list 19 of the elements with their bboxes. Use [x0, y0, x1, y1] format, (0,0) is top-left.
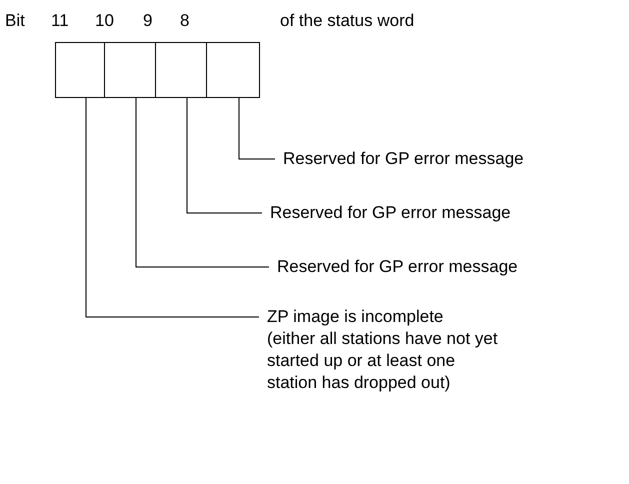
bit-cell	[104, 42, 156, 98]
bit-description: Reserved for GP error message	[277, 256, 519, 278]
bit-number: 9	[143, 10, 152, 32]
bit-number: 8	[180, 10, 190, 32]
bit-number: 11	[51, 10, 69, 32]
description-note: (either all stations have not yet started up or at least one station has dropped out)	[267, 328, 499, 394]
caption-text: of the status word	[280, 10, 414, 32]
bit-description: ZP image is incomplete	[267, 306, 444, 328]
bit-description: Reserved for GP error message	[270, 202, 512, 224]
bit-cell	[55, 42, 105, 98]
bit-label: Bit	[5, 10, 25, 32]
leader-line	[238, 98, 276, 160]
leader-line	[186, 98, 262, 214]
bit-cell	[206, 42, 260, 98]
leader-line	[86, 98, 260, 318]
bit-cell	[155, 42, 207, 98]
leader-line	[136, 98, 270, 268]
bit-number: 10	[95, 10, 114, 32]
bit-description: Reserved for GP error message	[283, 148, 525, 170]
